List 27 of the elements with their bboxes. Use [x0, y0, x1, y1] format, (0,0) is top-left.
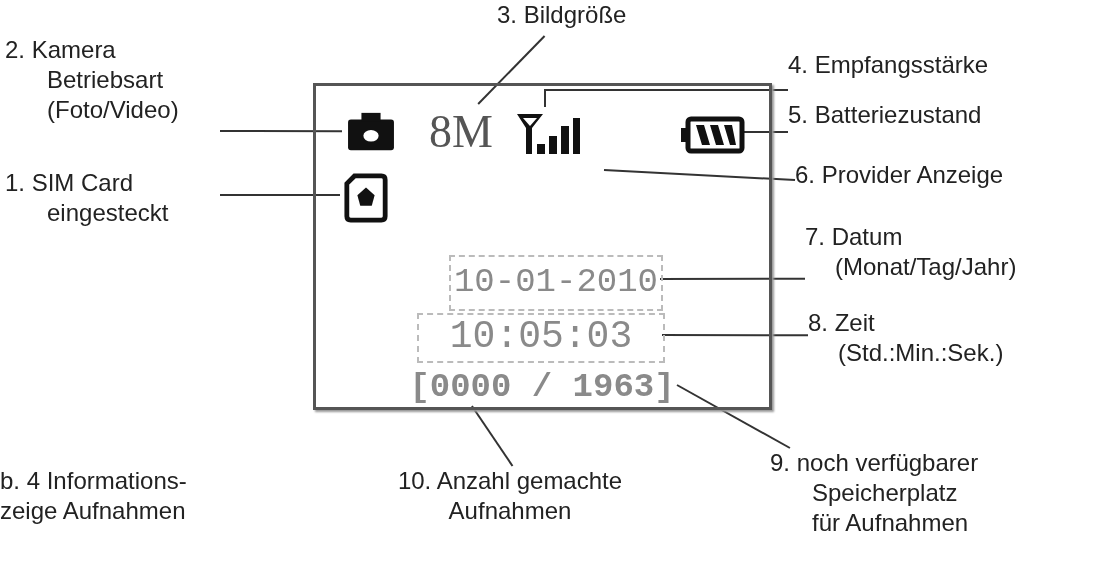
- callout-label: 6. Provider Anzeige: [795, 160, 1115, 200]
- leader-line: [661, 334, 809, 337]
- battery-icon: [680, 115, 746, 155]
- callout-label: 9. noch verfügbarer Speicherplatz für Aufnahmen: [770, 448, 982, 572]
- leader-line: [477, 35, 546, 105]
- lcd-readout: 8M: [419, 107, 503, 157]
- lcd-readout: [0000 / 1963]: [404, 367, 680, 409]
- leader-line: [219, 194, 341, 196]
- leader-line: [659, 277, 806, 280]
- leader-line: [470, 405, 514, 467]
- callout-label: 3. Bildgröße: [497, 0, 667, 36]
- callout-label: 4. Empfangsstärke: [788, 50, 1118, 90]
- callout-label: 7. Datum (Monat/Tag/Jahr): [805, 222, 1045, 292]
- lcd-readout: 10:05:03: [417, 313, 665, 363]
- lcd-screen: [313, 83, 772, 410]
- callout-label: 8. Zeit (Std.:Min.:Sek.): [808, 308, 1008, 378]
- callout-label: 5. Batteriezustand: [788, 100, 1118, 140]
- sim-card-icon: [343, 173, 389, 223]
- callout-label: 2. Kamera Betriebsart (Foto/Video): [5, 35, 220, 135]
- leader-line: [742, 131, 789, 133]
- leader-line: [219, 130, 343, 133]
- leader-line: [603, 169, 796, 181]
- lcd-readout: 10-01-2010: [449, 255, 663, 311]
- caption: b. 4 Informations- zeige Aufnahmen: [0, 466, 188, 526]
- callout-label: 10. Anzahl gemachte Aufnahmen: [385, 466, 635, 542]
- callout-label: 1. SIM Card eingesteckt: [5, 168, 220, 240]
- leader-line: [676, 384, 791, 449]
